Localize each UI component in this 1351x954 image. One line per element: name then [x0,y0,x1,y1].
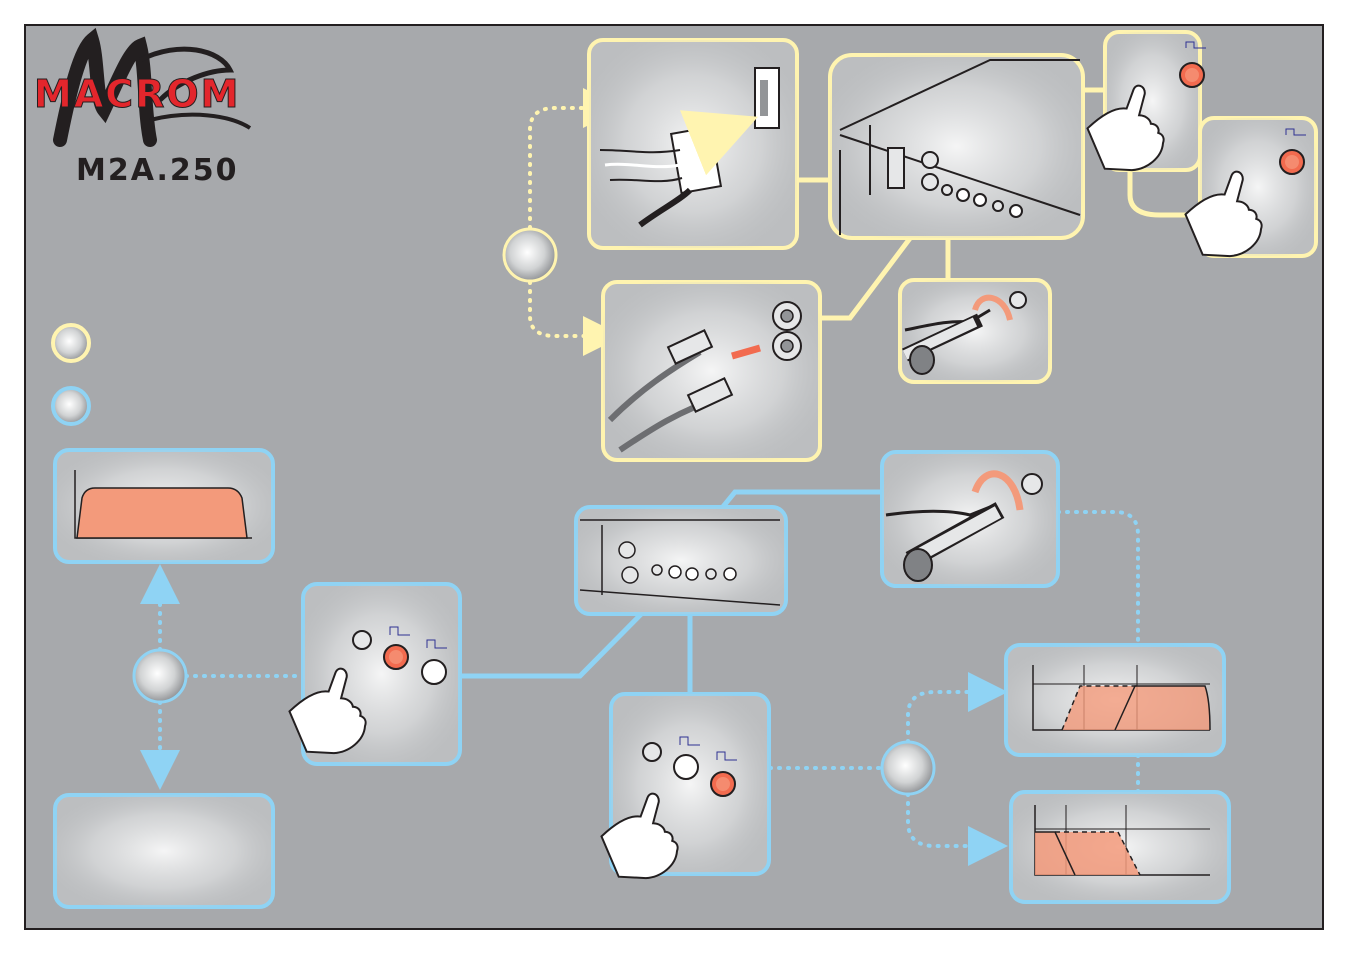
panel-lowpass-response [1011,792,1229,902]
panel-rca-input [603,282,820,460]
yellow-step-marker [504,229,556,281]
panel-crossover-screwdriver [882,452,1058,586]
model-name: M2A.250 [76,153,239,188]
blue-step-marker-2 [882,742,934,794]
panel-amplifier-top [830,55,1083,238]
brand-name: MACROM [34,72,241,116]
panel-filter-button-press-2 [591,694,769,893]
panel-highpass-response [1006,645,1224,755]
panel-press-button-1 [1077,32,1206,185]
panel-full-range-response [55,450,273,562]
blue-step-marker-1 [134,650,186,702]
legend [53,325,89,424]
macrom-logo: MACROM M2A.250 [34,40,250,188]
panel-gain-screwdriver [900,280,1050,382]
panel-wiring-connector [589,40,797,248]
panel-filter-button-press-1 [279,584,460,768]
panel-empty [55,795,273,907]
yellow-circle-icon [53,325,89,361]
blue-circle-icon [53,388,89,424]
panel-amplifier-controls [576,507,786,614]
